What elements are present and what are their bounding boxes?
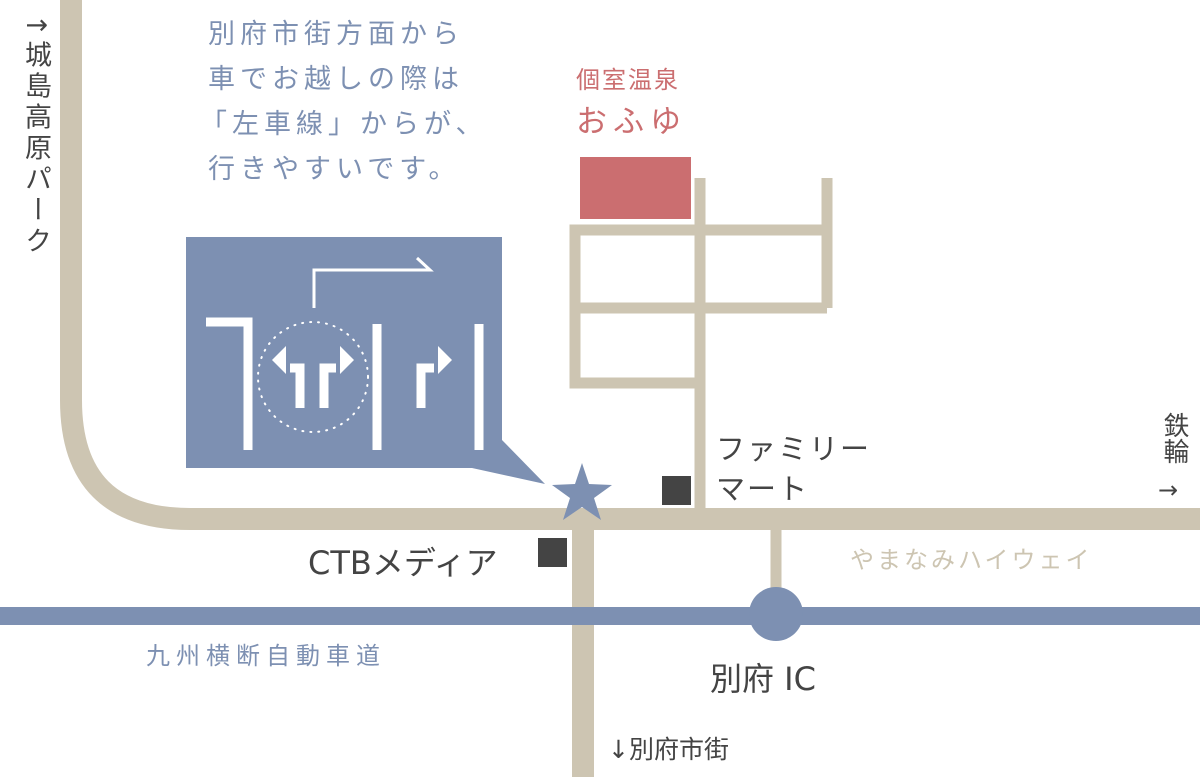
- direction-south-label: ↓別府市街: [608, 735, 729, 764]
- beppu-ic-label: 別府 IC: [710, 660, 816, 698]
- ctb-media-marker: [538, 538, 567, 567]
- note-line: 車でお越しの際は: [208, 64, 464, 95]
- lane-diagram: [206, 256, 484, 450]
- lane-arrow-heads: [272, 346, 452, 374]
- family-mart-label: ファミリー: [716, 432, 872, 466]
- lane-advice-note: 別府市街方面から 車でお越しの際は 「左車線」からが、 行きやすいです。: [200, 12, 487, 192]
- current-location-star-icon: [552, 463, 612, 520]
- direction-north-label: ↑城島高原パーク: [20, 14, 51, 258]
- hotel-name: おふゆ: [576, 104, 687, 140]
- arrow-right-icon: →: [1158, 476, 1179, 504]
- note-line: 「左車線」からが、: [200, 109, 488, 140]
- hotel-building: [580, 157, 691, 219]
- interchange-marker: [749, 587, 803, 641]
- family-mart-marker: [662, 476, 691, 505]
- expressway-label: 九州横断自動車道: [146, 642, 386, 670]
- local-streets: [569, 178, 833, 519]
- direction-east-label: 鉄輪: [1159, 412, 1189, 464]
- road-yamanami: [60, 0, 1200, 530]
- note-line: 別府市街方面から: [208, 19, 464, 50]
- family-mart-label: マート: [716, 472, 810, 506]
- yamanami-highway-label: やまなみハイウェイ: [850, 546, 1093, 574]
- note-line: 行きやすいです。: [208, 154, 461, 185]
- hotel-label-line1: 個室温泉: [576, 66, 680, 94]
- ctb-media-label: CTBメディア: [308, 544, 498, 582]
